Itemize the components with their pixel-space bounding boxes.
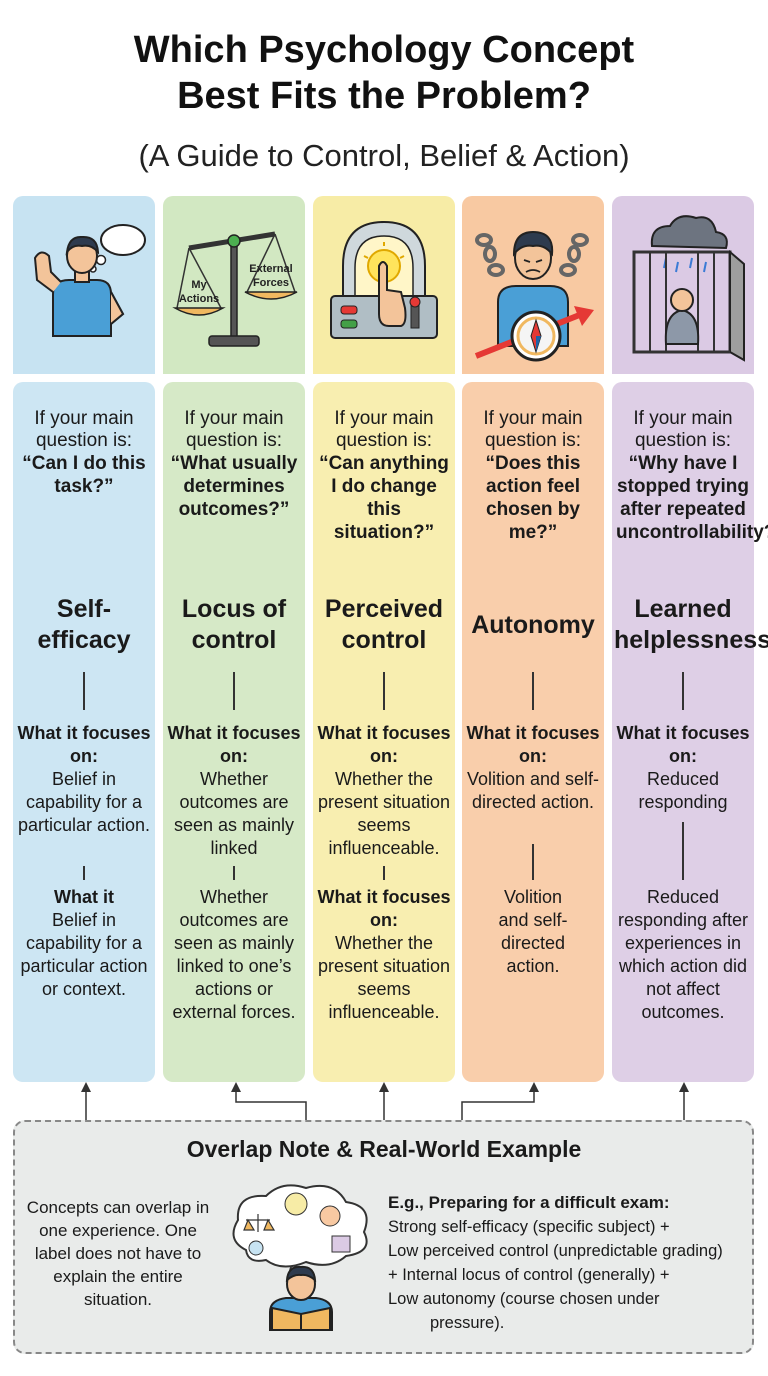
page-title-line-1: Which Psychology Concept xyxy=(133,29,635,71)
column-autonomy: If your main question is: “Does this act… xyxy=(462,196,604,1082)
concept-name: Autonomy xyxy=(471,611,595,639)
concept-name: Locus of control xyxy=(181,595,287,654)
focus-text-2: Volition and self-directed action. xyxy=(498,887,568,976)
connector-line xyxy=(532,672,534,710)
question-intro: If your main question is: xyxy=(334,408,434,451)
focus-text: Whether the present situation seems infl… xyxy=(317,769,451,858)
focus-text: Whether outcomes are seen as mainly link… xyxy=(173,769,295,858)
connector-line xyxy=(83,866,85,880)
question-intro: If your main question is: xyxy=(633,408,733,451)
example-line-1: Strong self-efficacy (specific subject) … xyxy=(388,1218,670,1236)
focus-text: Belief in capability for a particular ac… xyxy=(17,769,151,835)
focus-text-2: Belief in capability for a particular ac… xyxy=(20,910,148,999)
connector-line xyxy=(233,672,235,710)
connector-line xyxy=(233,866,235,880)
focus-text: Reduced responding xyxy=(638,769,728,812)
connector-line xyxy=(682,672,684,710)
focus-label: What it focuses on: xyxy=(616,723,750,766)
icon-panel-perceived-control xyxy=(313,196,455,374)
example-line-2: Low perceived control (unpredictable gra… xyxy=(388,1242,723,1260)
focus-label-2: What it xyxy=(54,887,114,907)
focus-text: Volition and self-directed action. xyxy=(466,769,600,812)
icon-panel-self-efficacy xyxy=(13,196,155,374)
question-text: “Can anything I do change this situation… xyxy=(319,453,449,543)
example-line-4: Low autonomy (course chosen under xyxy=(388,1290,660,1308)
question-text: “What usually determines outcomes?” xyxy=(170,453,298,520)
focus-label: What it focuses on: xyxy=(167,723,301,766)
connector-line xyxy=(383,866,385,880)
overlap-box xyxy=(13,1120,754,1354)
question-text: “Why have I stopped trying after repeate… xyxy=(616,453,768,543)
connector-line xyxy=(383,672,385,710)
focus-label-2: What it focuses on: xyxy=(317,887,451,930)
example-heading: E.g., Preparing for a difficult exam: xyxy=(388,1193,670,1212)
focus-label: What it focuses on: xyxy=(466,723,600,766)
column-learned-helplessness: If your main question is: “Why have I st… xyxy=(612,196,768,1082)
icon-panel-learned-helplessness xyxy=(612,196,754,374)
example-line-3: + Internal locus of control (generally) … xyxy=(388,1266,670,1284)
control-panel-icon xyxy=(330,220,438,339)
concept-name: Perceived control xyxy=(324,595,444,654)
overlap-note: Concepts can overlap in one experience. … xyxy=(26,1198,210,1309)
concept-name: Learned helplessness xyxy=(614,595,768,654)
column-perceived-control: If your main question is: “Can anything … xyxy=(313,196,455,1082)
page-subtitle: (A Guide to Control, Belief & Action) xyxy=(138,138,630,173)
card-self-efficacy: If your main question is: “Can I do this… xyxy=(13,382,155,1082)
connector-line xyxy=(532,844,534,880)
concept-name: Self-efficacy xyxy=(37,595,131,654)
page-title-line-2: Best Fits the Problem? xyxy=(177,75,591,117)
focus-text-2: Whether outcomes are seen as mainly link… xyxy=(172,887,296,1022)
focus-label: What it focuses on: xyxy=(17,723,151,766)
person-breaking-chains-icon xyxy=(474,230,594,362)
person-in-rain-cage-icon xyxy=(632,215,745,362)
overlap-title: Overlap Note & Real-World Example xyxy=(186,1136,582,1162)
question-text: “Does this action feel chosen by me?” xyxy=(485,453,581,543)
question-text: “Can I do this task?” xyxy=(22,453,146,497)
focus-text-2: Whether the present situation seems infl… xyxy=(317,933,451,1022)
connector-line xyxy=(682,822,684,880)
focus-label: What it focuses on: xyxy=(317,723,451,766)
card-learned-helplessness: If your main question is: “Why have I st… xyxy=(612,382,768,1082)
question-intro: If your main question is: xyxy=(34,408,134,451)
question-intro: If your main question is: xyxy=(483,408,583,451)
icon-panel-autonomy xyxy=(462,196,604,374)
question-intro: If your main question is: xyxy=(184,408,284,451)
card-autonomy: If your main question is: “Does this act… xyxy=(462,382,604,1082)
card-locus-of-control: If your main question is: “What usually … xyxy=(163,382,305,1082)
focus-text-2: Reduced responding after experiences in … xyxy=(617,887,749,1022)
connector-line xyxy=(83,672,85,710)
card-perceived-control: If your main question is: “Can anything … xyxy=(313,382,455,1082)
example-line-5: pressure). xyxy=(430,1314,505,1332)
column-self-efficacy: If your main question is: “Can I do this… xyxy=(13,196,155,1082)
student-thinking-icon xyxy=(232,1184,368,1331)
flexing-arm-icon xyxy=(33,224,146,337)
